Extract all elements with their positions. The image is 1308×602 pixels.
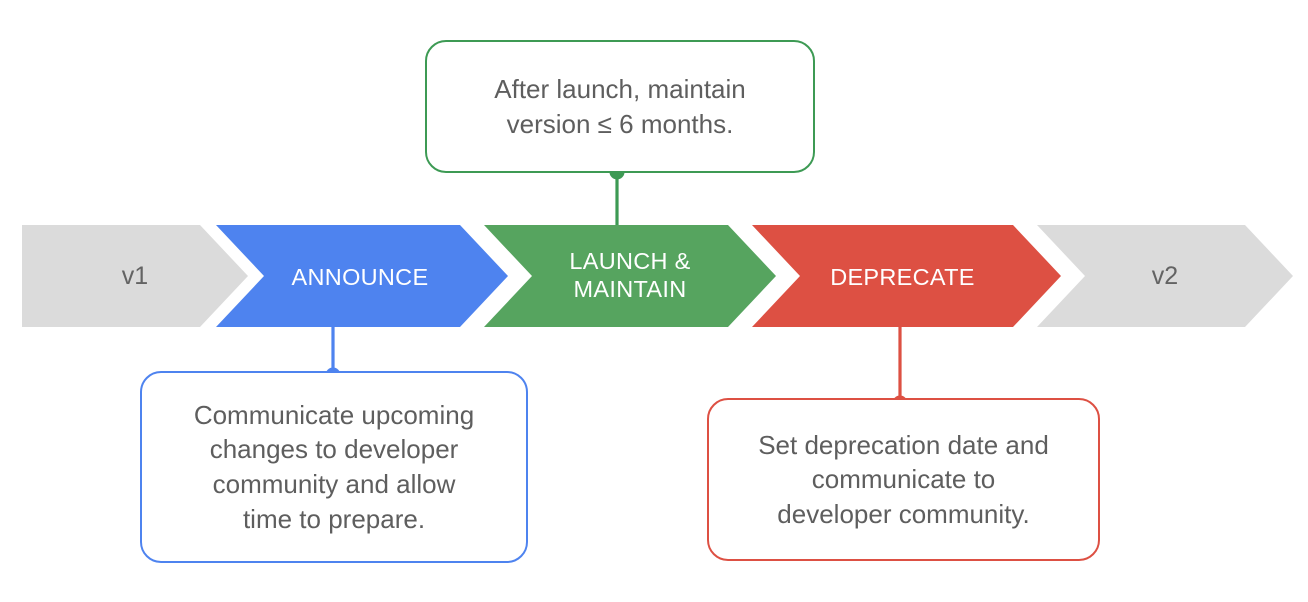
chevron-step-v2[interactable] [1037, 225, 1293, 327]
callout-launch-note[interactable]: After launch, maintain version ≤ 6 month… [425, 40, 815, 173]
chevron-step-deprecate[interactable] [752, 225, 1061, 327]
callout-launch-note-text: After launch, maintain version ≤ 6 month… [494, 73, 746, 139]
callout-announce-note[interactable]: Communicate upcoming changes to develope… [140, 371, 528, 563]
chevron-step-launch[interactable] [484, 225, 776, 327]
chevron-step-announce[interactable] [216, 225, 508, 327]
callout-announce-note-text: Communicate upcoming changes to develope… [193, 399, 475, 534]
callout-deprecate-note[interactable]: Set deprecation date and communicate to … [707, 398, 1100, 561]
callout-deprecate-note-text: Set deprecation date and communicate to … [758, 429, 1049, 529]
chevron-step-v1[interactable] [22, 225, 248, 327]
connector-launch [609, 164, 625, 226]
